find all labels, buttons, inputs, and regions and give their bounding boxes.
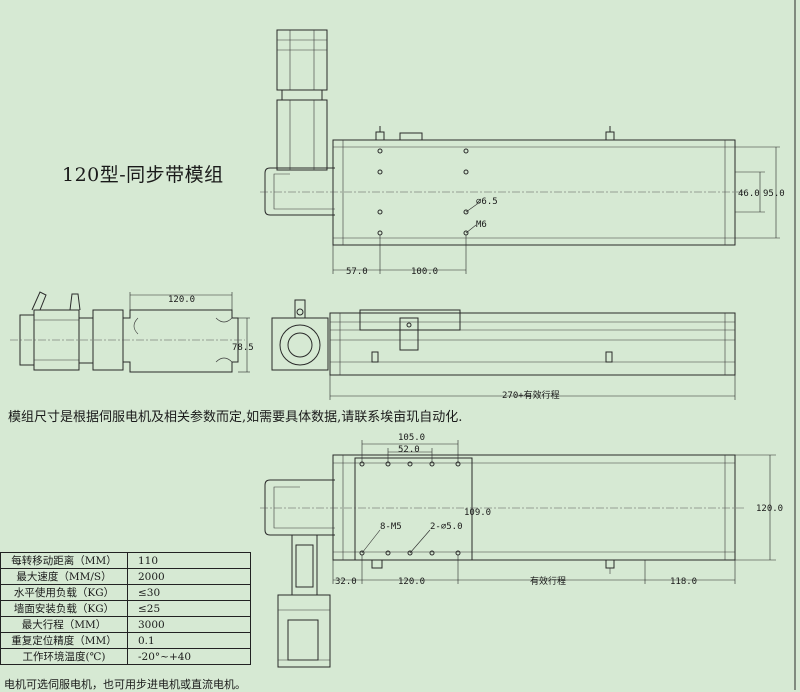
dim-2-phi5: 2-⌀5.0 (430, 522, 463, 532)
table-row: 重复定位精度（MM）0.1 (0, 632, 251, 649)
dim-105: 105.0 (398, 433, 425, 443)
table-row: 最大速度（MM/S）2000 (0, 568, 251, 585)
spec-label: 水平使用负载（KG） (0, 584, 128, 601)
table-row: 每转移动距离（MM）110 (0, 552, 251, 569)
footnote: 电机可选伺服电机，也可用步进电机或直流电机。 (4, 678, 246, 691)
dim-109: 109.0 (464, 508, 491, 518)
dim-stroke: 270+有效行程 (502, 389, 560, 401)
carriage-holes (359, 461, 461, 556)
motor-coupler (276, 99, 328, 171)
dim-78-5: 78.5 (232, 343, 254, 353)
spec-value: 110 (127, 552, 251, 569)
dim-thread: M6 (476, 220, 487, 230)
dim-effective-stroke: 有效行程 (530, 575, 566, 587)
dim-hole: ⌀6.5 (476, 197, 498, 207)
spec-label: 最大行程（MM） (0, 616, 128, 633)
bottom-motor (277, 594, 331, 668)
spec-table: 每转移动距离（MM）110 最大速度（MM/S）2000 水平使用负载（KG）≤… (0, 552, 251, 665)
dim-120-bottom: 120.0 (398, 577, 425, 587)
dim-100: 100.0 (411, 267, 438, 277)
table-row: 墙面安装负载（KG）≤25 (0, 600, 251, 617)
dim-32: 32.0 (335, 577, 357, 587)
dim-120-side: 120.0 (168, 295, 195, 305)
dim-46: 46.0 (738, 189, 760, 199)
spec-value: ≤30 (127, 584, 251, 601)
side-module (122, 309, 239, 373)
spec-value: 3000 (127, 616, 251, 633)
bottom-module (332, 454, 736, 561)
dim-52: 52.0 (398, 445, 420, 455)
spec-label: 工作环境温度(℃) (0, 648, 128, 665)
spec-label: 每转移动距离（MM） (0, 552, 128, 569)
size-note: 模组尺寸是根据伺服电机及相关参数而定,如需要具体数据,请联系埃亩玑自动化. (8, 410, 463, 425)
module-body (332, 139, 736, 246)
dim-57: 57.0 (346, 267, 368, 277)
table-row: 工作环境温度(℃)-20°~+40 (0, 648, 251, 665)
side-view: 120.0 78.5 (10, 291, 254, 373)
spec-value: -20°~+40 (127, 648, 251, 665)
spec-label: 最大速度（MM/S） (0, 568, 128, 585)
bottom-view: 105.0 52.0 109.0 120.0 8-M5 2-⌀5.0 32.0 … (260, 433, 783, 668)
top-view: ⌀6.5 M6 57.0 100.0 46.0 95.0 (260, 29, 785, 277)
spec-value: 0.1 (127, 632, 251, 649)
front-module (329, 312, 736, 376)
table-row: 最大行程（MM）3000 (0, 616, 251, 633)
drawing-title: 120型-同步带模组 (62, 164, 224, 186)
front-view: 270+有效行程 (271, 299, 736, 401)
motor-body (276, 29, 328, 91)
dim-120-right: 120.0 (756, 504, 783, 514)
spec-value: 2000 (127, 568, 251, 585)
table-row: 水平使用负载（KG）≤30 (0, 584, 251, 601)
dim-118: 118.0 (670, 577, 697, 587)
dim-8-m5: 8-M5 (380, 522, 402, 532)
dim-95: 95.0 (763, 189, 785, 199)
spec-value: ≤25 (127, 600, 251, 617)
spec-label: 墙面安装负载（KG） (0, 600, 128, 617)
spec-label: 重复定位精度（MM） (0, 632, 128, 649)
